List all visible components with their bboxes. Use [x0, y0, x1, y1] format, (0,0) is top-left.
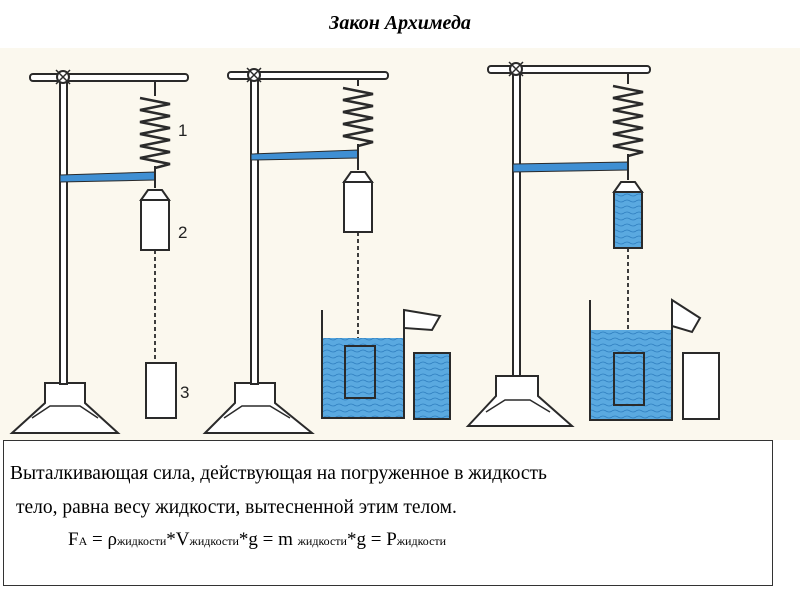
- archimedes-diagram: 1 2 3: [9, 61, 720, 434]
- stand-arm: [29, 73, 189, 82]
- law-line-1: Выталкивающая сила, действующая на погру…: [10, 463, 547, 484]
- formula-m: m: [278, 529, 298, 550]
- formula-F: F: [68, 529, 79, 550]
- water: [323, 338, 403, 417]
- formula-V-sub: жидкости: [189, 534, 239, 548]
- spout: [403, 308, 442, 332]
- formula-mul1: *: [166, 529, 176, 550]
- formula-rho: ρ: [107, 529, 117, 550]
- spring: [139, 96, 171, 170]
- archimedes-figure: 1 2 3: [0, 48, 800, 440]
- formula-F-sub: A: [78, 534, 88, 548]
- formula: FA = ρжидкости*Vжидкости*g = m жидкости*…: [68, 529, 446, 551]
- formula-rho-sub: жидкости: [116, 534, 167, 548]
- stand-2: [202, 67, 451, 434]
- weight: [145, 362, 177, 419]
- formula-mul3: *g =: [346, 529, 387, 550]
- formula-P-sub: жидкости: [396, 534, 447, 548]
- label-cylinder: 2: [178, 223, 187, 242]
- formula-V: V: [175, 529, 190, 550]
- formula-m-sub: жидкости: [297, 534, 347, 548]
- law-text-box: Выталкивающая сила, действующая на погру…: [3, 440, 773, 586]
- formula-mul2: *g =: [238, 529, 279, 550]
- slide-title: Закон Архимеда: [329, 12, 471, 34]
- stand-base: [9, 382, 121, 434]
- label-weight: 3: [180, 383, 189, 402]
- cylinder: [140, 199, 170, 251]
- indicator-pointer: [59, 171, 156, 183]
- formula-eq1: =: [87, 529, 108, 550]
- small-vessel: [413, 352, 451, 420]
- stand-1: 1 2 3: [9, 69, 189, 434]
- stand-rod: [59, 77, 68, 385]
- formula-P: P: [386, 529, 397, 550]
- label-spring: 1: [178, 121, 187, 140]
- law-line-2: тело, равна весу жидкости, вытесненной э…: [16, 497, 457, 518]
- stand-3: [465, 61, 720, 427]
